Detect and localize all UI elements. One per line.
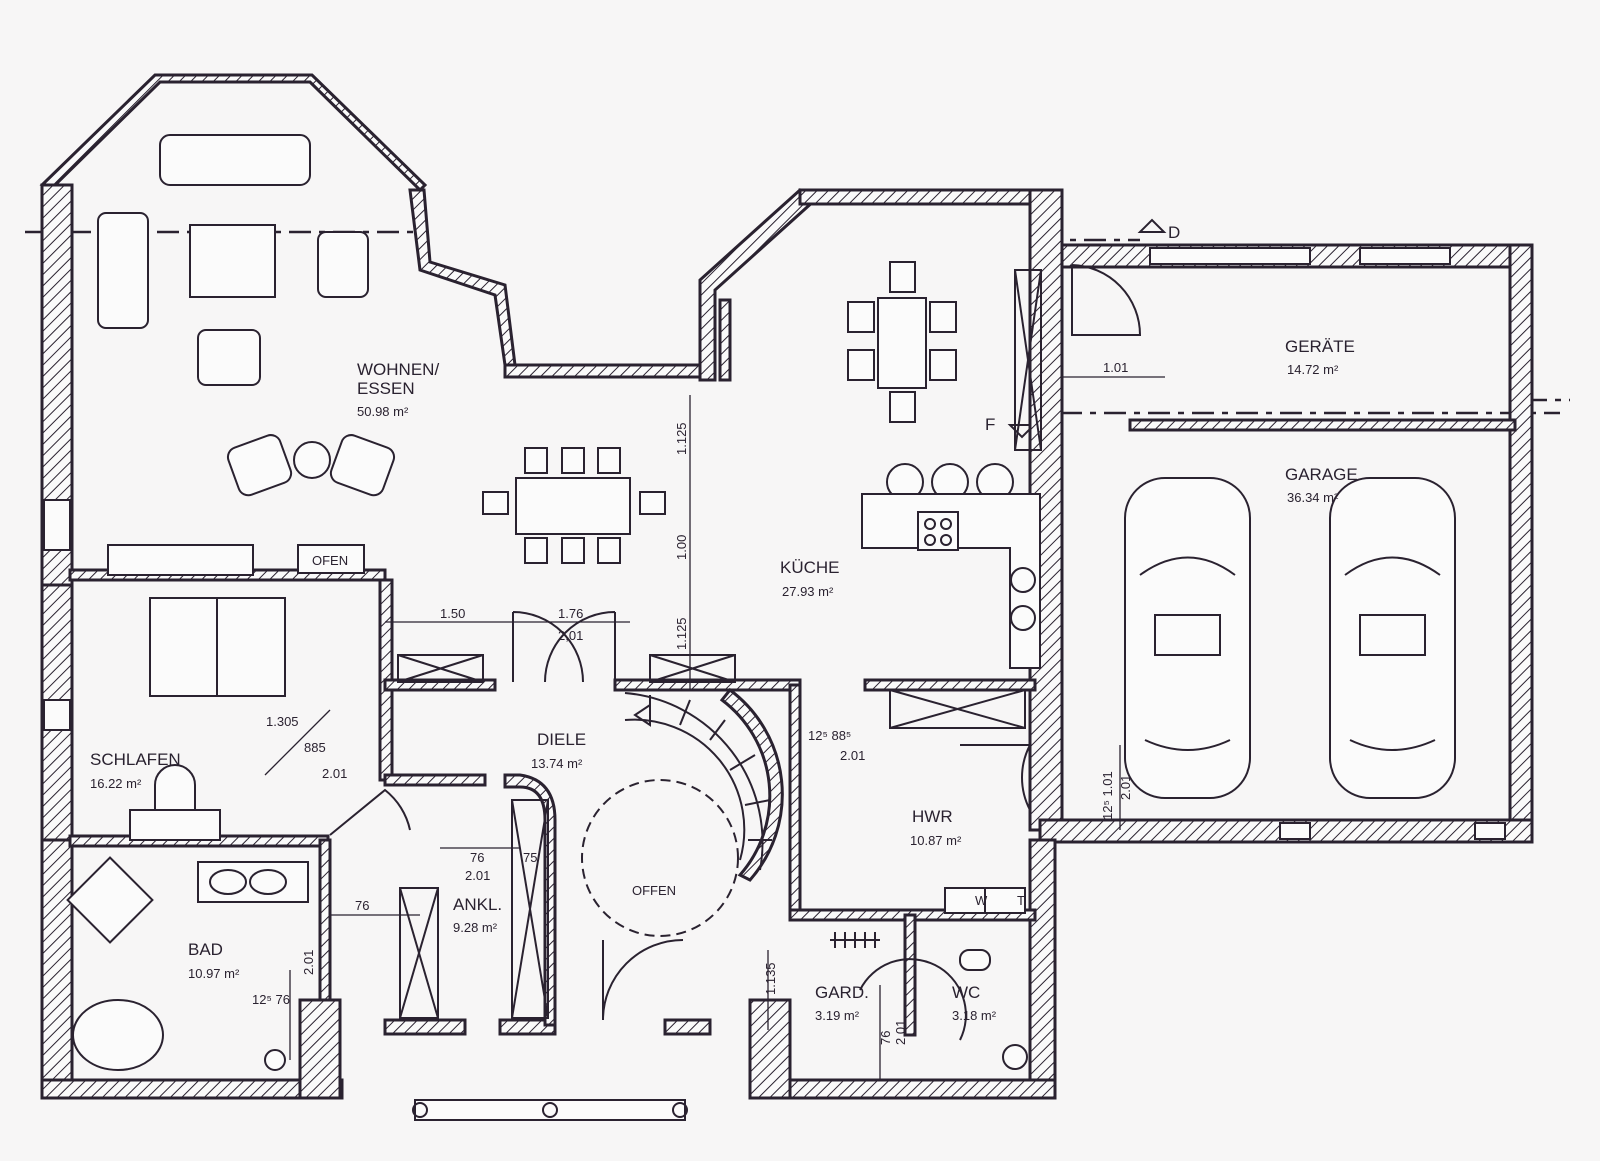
room-hwr: HWR 10.87 m² [910, 807, 962, 848]
svg-text:10.87 m²: 10.87 m² [910, 833, 962, 848]
room-bad: BAD 10.97 m² [188, 940, 240, 981]
exterior-walls [39, 73, 1534, 1100]
dryer-box [984, 887, 1026, 914]
svg-text:76: 76 [355, 898, 369, 913]
coat-rack [830, 932, 880, 948]
armchair [197, 329, 261, 386]
room-ankleide: ANKL. 9.28 m² [453, 895, 502, 935]
svg-text:2.01: 2.01 [322, 766, 347, 781]
room-diele: DIELE 13.74 m² [531, 730, 586, 771]
room-schlafen: SCHLAFEN 16.22 m² [90, 750, 181, 791]
svg-text:36.34 m²: 36.34 m² [1287, 490, 1339, 505]
svg-text:SCHLAFEN: SCHLAFEN [90, 750, 181, 769]
dimension-lines [264, 376, 1165, 1080]
doors [329, 264, 1142, 1041]
svg-text:WC: WC [952, 983, 980, 1002]
svg-text:GARD.: GARD. [815, 983, 869, 1002]
svg-text:1.01: 1.01 [1103, 360, 1128, 375]
armchair [97, 212, 149, 329]
dressing-table [129, 809, 221, 841]
svg-text:50.98 m²: 50.98 m² [357, 404, 409, 419]
furniture [66, 134, 1456, 1071]
room-garage: GARAGE 36.34 m² [1285, 465, 1358, 505]
svg-text:2.01: 2.01 [1118, 775, 1133, 800]
svg-text:BAD: BAD [188, 940, 223, 959]
room-wc: WC 3.18 m² [952, 983, 997, 1023]
svg-text:16.22 m²: 16.22 m² [90, 776, 142, 791]
svg-text:3.18 m²: 3.18 m² [952, 1008, 997, 1023]
svg-text:KÜCHE: KÜCHE [780, 558, 840, 577]
svg-text:2.01: 2.01 [465, 868, 490, 883]
offen-label: OFFEN [632, 883, 676, 898]
svg-text:2.01: 2.01 [893, 1020, 908, 1045]
bathtub [72, 999, 164, 1071]
svg-text:14.72 m²: 14.72 m² [1287, 362, 1339, 377]
ofen-label: OFEN [312, 553, 348, 568]
svg-text:885: 885 [304, 740, 326, 755]
section-d-label: D [1168, 223, 1180, 242]
wc-toilet [959, 949, 991, 971]
room-kueche: KÜCHE 27.93 m² [780, 558, 840, 599]
side-table [293, 441, 331, 479]
svg-text:1.50: 1.50 [440, 606, 465, 621]
svg-text:76: 76 [878, 1031, 893, 1045]
stove-box [297, 544, 365, 574]
kitchen-table [877, 297, 927, 389]
room-geraete: GERÄTE 14.72 m² [1285, 337, 1355, 377]
sink [1010, 567, 1036, 593]
svg-text:76: 76 [470, 850, 484, 865]
dining-table [515, 477, 631, 535]
svg-text:2,01: 2,01 [558, 628, 583, 643]
spiral-staircase [581, 692, 772, 937]
svg-text:9.28 m²: 9.28 m² [453, 920, 498, 935]
svg-text:12⁵ 76: 12⁵ 76 [252, 992, 290, 1007]
svg-text:GARAGE: GARAGE [1285, 465, 1358, 484]
dimension-labels: 1.50 1.76 2,01 1.125 1.00 1.125 1.01 1.3… [252, 360, 1133, 1045]
section-marker-d [1137, 218, 1167, 233]
windows [43, 247, 1506, 1121]
svg-text:1.135: 1.135 [763, 962, 778, 995]
car [1329, 477, 1456, 799]
sideboard [107, 544, 254, 576]
svg-text:27.93 m²: 27.93 m² [782, 584, 834, 599]
svg-text:2.01: 2.01 [301, 950, 316, 975]
vanity [197, 861, 309, 903]
svg-text:2.01: 2.01 [840, 748, 865, 763]
sofa [159, 134, 311, 186]
svg-text:1.76: 1.76 [558, 606, 583, 621]
svg-text:1.305: 1.305 [266, 714, 299, 729]
washer-label: W [975, 893, 988, 908]
svg-text:13.74 m²: 13.74 m² [531, 756, 583, 771]
svg-text:10.97 m²: 10.97 m² [188, 966, 240, 981]
svg-text:ANKL.: ANKL. [453, 895, 502, 914]
svg-text:12⁵ 1.01: 12⁵ 1.01 [1100, 771, 1115, 820]
room-labels: WOHNEN/ESSEN 50.98 m² KÜCHE 27.93 m² GERÄT… [90, 223, 1358, 1023]
svg-text:1.125: 1.125 [674, 422, 689, 455]
svg-text:12⁵ 88⁵: 12⁵ 88⁵ [808, 728, 851, 743]
coffee-table [189, 224, 276, 298]
svg-text:3.19 m²: 3.19 m² [815, 1008, 860, 1023]
section-f-label: F [985, 415, 995, 434]
shower [66, 856, 154, 944]
svg-text:DIELE: DIELE [537, 730, 586, 749]
svg-text:WOHNEN/: WOHNEN/ [357, 360, 439, 379]
toilet [264, 1049, 286, 1071]
kitchen-island [861, 493, 1041, 669]
svg-text:GERÄTE: GERÄTE [1285, 337, 1355, 356]
svg-text:1.00: 1.00 [674, 535, 689, 560]
room-wohnen-essen: WOHNEN/ESSEN 50.98 m² [357, 360, 439, 419]
svg-text:75: 75 [523, 850, 537, 865]
svg-text:ESSEN: ESSEN [357, 379, 415, 398]
dryer-label: T [1017, 893, 1025, 908]
svg-text:1.125: 1.125 [674, 617, 689, 650]
car [1124, 477, 1251, 799]
armchair [317, 231, 369, 298]
svg-text:HWR: HWR [912, 807, 953, 826]
cooktop [917, 511, 959, 551]
room-garderobe: GARD. 3.19 m² [815, 983, 869, 1023]
